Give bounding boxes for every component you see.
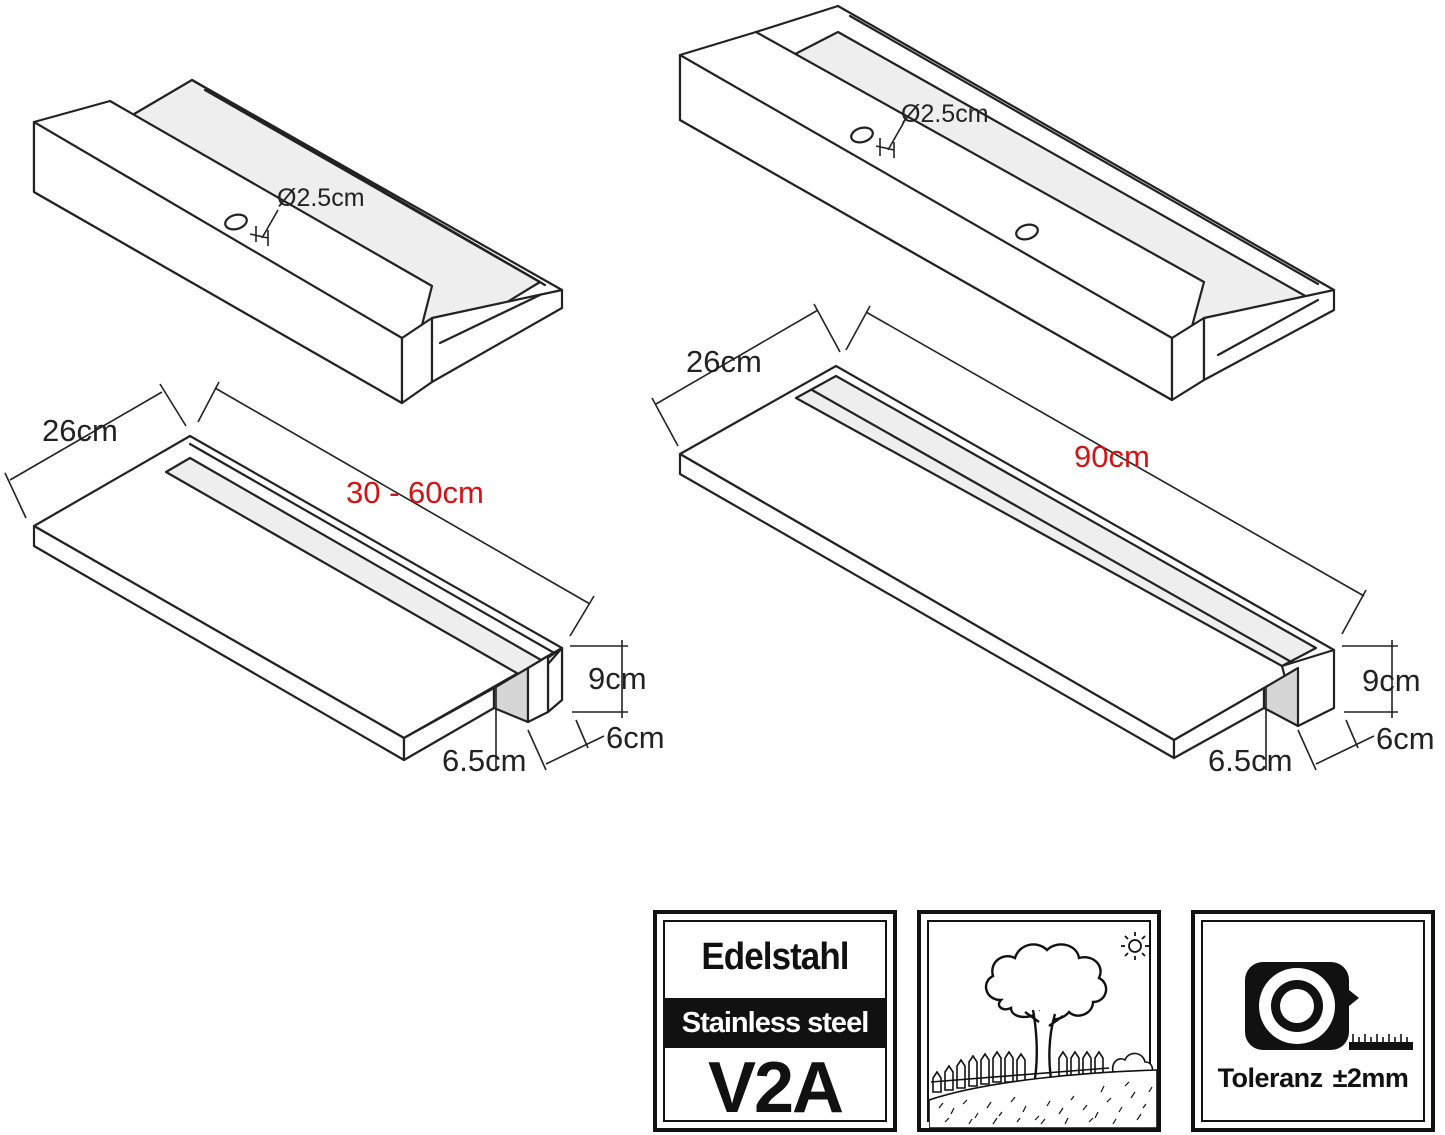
tree-sun-fence-icon <box>928 932 1158 1129</box>
right-hole-diameter-label: Ø2.5cm <box>901 100 989 128</box>
tolerance-badge-frame: Toleranz ±2mm <box>1201 920 1425 1122</box>
drain-hole-icon <box>850 126 874 144</box>
tolerance-label: Toleranz ±2mm <box>1203 1063 1423 1094</box>
drain-hole-icon <box>224 213 248 231</box>
left-length-label: 30 - 60cm <box>346 475 484 510</box>
right-length-label: 90cm <box>1074 439 1150 474</box>
left-width-label: 26cm <box>42 413 118 448</box>
tolerance-value: ±2mm <box>1332 1063 1409 1093</box>
material-badge-frame: Edelstahl Stainless steel V2A <box>663 920 887 1126</box>
grass-texture <box>938 1081 1153 1125</box>
tape-measure-icon <box>1245 962 1413 1050</box>
left-height-label: 9cm <box>588 661 647 696</box>
tolerance-badge: Toleranz ±2mm <box>1191 910 1435 1132</box>
right-depth-label: 6cm <box>1376 721 1435 756</box>
left-product-back-view: Ø2.5cm <box>32 78 564 405</box>
left-product-front-view: 26cm 30 - 60cm 9cm 6.5cm 6cm <box>4 381 665 778</box>
material-subtitle: Stainless steel <box>665 998 885 1048</box>
tree-crown <box>984 943 1108 1021</box>
right-width-label: 26cm <box>686 344 762 379</box>
fence <box>930 1050 1110 1093</box>
outdoor-badge <box>917 910 1161 1132</box>
right-product-front-view: 26cm 90cm 9cm 6.5cm 6cm <box>651 303 1435 778</box>
left-lip-label: 6.5cm <box>442 743 526 778</box>
right-height-label: 9cm <box>1362 663 1421 698</box>
drain-hole-icon <box>1015 223 1039 241</box>
sun-icon <box>1121 932 1149 960</box>
left-depth-label: 6cm <box>606 720 665 755</box>
tolerance-text: Toleranz <box>1217 1063 1324 1093</box>
outdoor-badge-frame <box>927 920 1158 1129</box>
material-badge: Edelstahl Stainless steel V2A <box>653 910 897 1132</box>
right-lip-label: 6.5cm <box>1208 743 1292 778</box>
material-title: Edelstahl <box>701 936 849 978</box>
right-product-back-view: Ø2.5cm <box>678 4 1336 402</box>
left-hole-diameter-label: Ø2.5cm <box>277 184 365 212</box>
material-grade: V2A <box>707 1048 844 1128</box>
grass-ground <box>928 1069 1158 1129</box>
